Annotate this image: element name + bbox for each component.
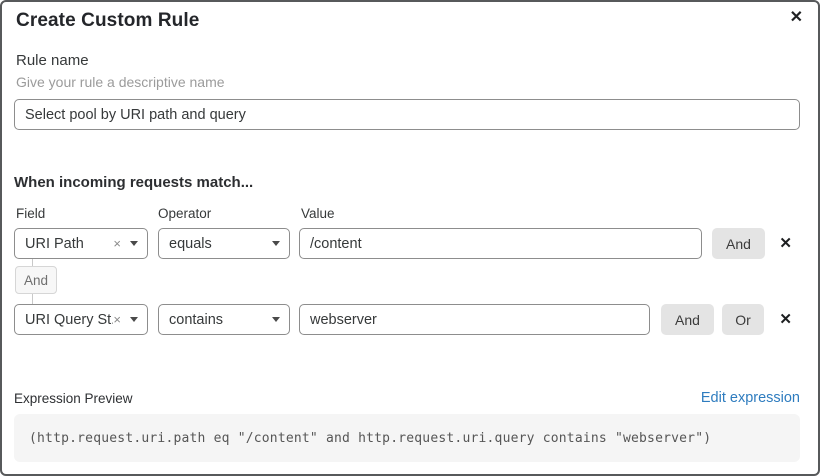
clear-icon[interactable]: ×: [113, 312, 121, 327]
condition-row: URI Path × equals And ✕: [14, 228, 793, 259]
condition-row: URI Query St... × contains And Or ✕: [14, 304, 793, 335]
value-column-label: Value: [301, 206, 335, 221]
operator-column-label: Operator: [158, 206, 212, 221]
chevron-down-icon: [272, 317, 280, 322]
close-icon[interactable]: ✕: [789, 9, 803, 26]
clear-icon[interactable]: ×: [113, 236, 121, 251]
and-connector-chip: And: [15, 266, 57, 294]
delete-condition-icon[interactable]: ✕: [779, 311, 792, 328]
rule-name-hint: Give your rule a descriptive name: [16, 74, 225, 90]
expression-text: (http.request.uri.path eq "/content" and…: [29, 430, 712, 446]
operator-select[interactable]: contains: [158, 304, 290, 335]
chevron-down-icon: [130, 317, 138, 322]
field-column-label: Field: [16, 206, 46, 221]
match-section-heading: When incoming requests match...: [14, 174, 254, 191]
rule-name-input[interactable]: [14, 99, 800, 130]
dialog-title: Create Custom Rule: [16, 10, 200, 31]
or-button[interactable]: Or: [722, 304, 764, 335]
value-input[interactable]: [299, 228, 702, 259]
chevron-down-icon: [272, 241, 280, 246]
connector-line: [32, 294, 33, 304]
chevron-down-icon: [130, 241, 138, 246]
field-select-value: URI Query St...: [25, 311, 113, 328]
rule-name-label: Rule name: [16, 52, 89, 69]
value-input[interactable]: [299, 304, 650, 335]
operator-select-value: equals: [169, 235, 212, 252]
expression-preview-box: (http.request.uri.path eq "/content" and…: [14, 414, 800, 462]
connector-line: [32, 259, 33, 266]
expression-preview-label: Expression Preview: [14, 390, 133, 406]
edit-expression-link[interactable]: Edit expression: [700, 390, 800, 406]
and-button[interactable]: And: [712, 228, 765, 259]
operator-select[interactable]: equals: [158, 228, 290, 259]
field-select[interactable]: URI Query St... ×: [14, 304, 148, 335]
field-select[interactable]: URI Path ×: [14, 228, 148, 259]
field-select-value: URI Path: [25, 235, 84, 252]
and-button[interactable]: And: [661, 304, 714, 335]
delete-condition-icon[interactable]: ✕: [779, 235, 792, 252]
operator-select-value: contains: [169, 311, 224, 328]
